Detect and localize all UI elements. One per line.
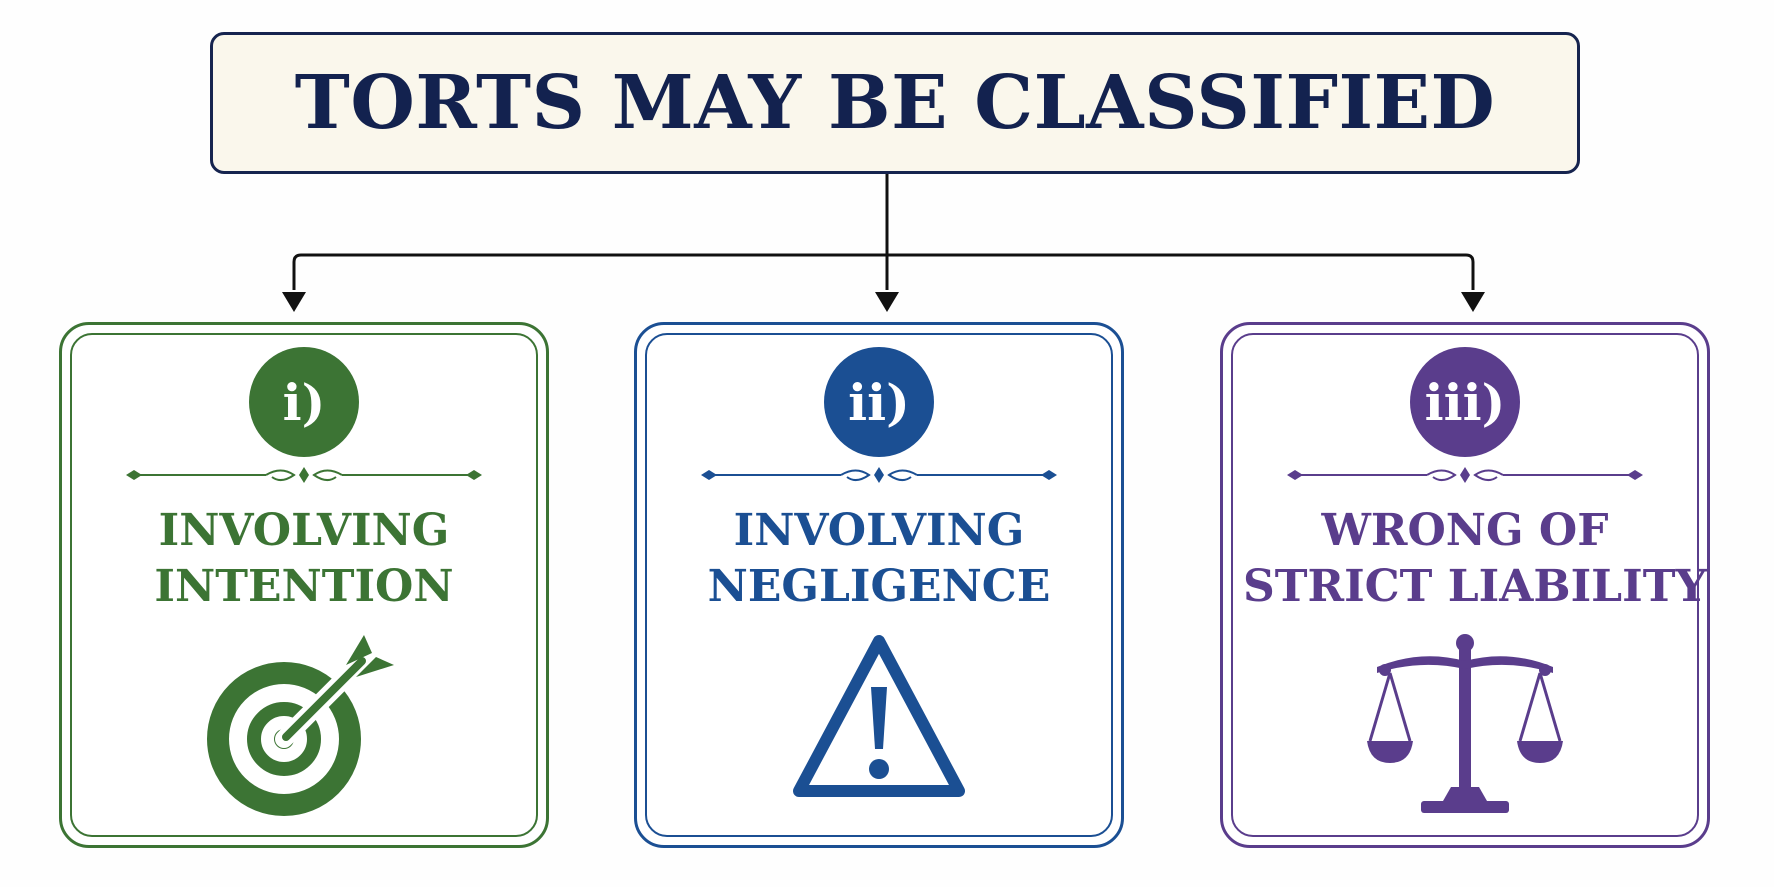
category-card-intention: i) INVOLVING INTENTION [59, 322, 549, 848]
arrow-center-icon [875, 292, 899, 312]
label-line-2: STRICT LIABILITY [1243, 561, 1707, 612]
label-line-2: NEGLIGENCE [707, 561, 1051, 612]
numeral-badge: iii) [1410, 347, 1520, 457]
category-label: INVOLVING INTENTION [82, 503, 526, 615]
numeral-badge: i) [249, 347, 359, 457]
divider-ornament-icon [126, 467, 482, 483]
label-line-2: INTENTION [154, 561, 454, 612]
divider-ornament-icon [1287, 467, 1643, 483]
diagram-title: TORTS MAY BE CLASSIFIED [294, 60, 1496, 146]
category-card-negligence: ii) INVOLVING NEGLIGENCE [634, 322, 1124, 848]
label-line-1: INVOLVING [733, 505, 1025, 556]
label-line-1: INVOLVING [158, 505, 450, 556]
arrow-left-icon [282, 292, 306, 312]
warning-triangle-icon [793, 635, 965, 797]
category-card-strict-liability: iii) WRONG OF STRICT LIABILITY [1220, 322, 1710, 848]
numeral-badge: ii) [824, 347, 934, 457]
arrow-right-icon [1461, 292, 1485, 312]
category-label: WRONG OF STRICT LIABILITY [1243, 503, 1707, 615]
label-line-1: WRONG OF [1321, 505, 1609, 556]
category-label: INVOLVING NEGLIGENCE [657, 503, 1101, 615]
branch-line [292, 253, 1475, 290]
target-arrow-icon [207, 635, 394, 816]
title-box: TORTS MAY BE CLASSIFIED [210, 32, 1580, 174]
scales-of-justice-icon [1367, 634, 1563, 813]
divider-ornament-icon [701, 467, 1057, 483]
